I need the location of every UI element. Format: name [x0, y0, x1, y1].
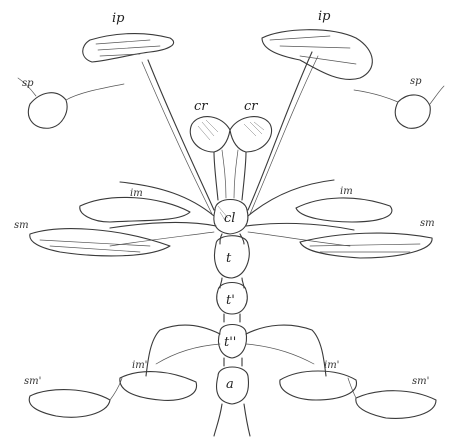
label-cr-right: cr	[244, 99, 258, 114]
im-left-organ	[80, 197, 190, 222]
label-im1-right: im'	[324, 360, 339, 371]
cerebral-ganglion-left	[190, 117, 230, 152]
label-sm-left: sm	[14, 220, 29, 231]
label-ip-right: ip	[318, 9, 331, 24]
label-im1-left: im'	[132, 360, 147, 371]
label-sm1-right: sm'	[412, 376, 429, 387]
label-sm1-left: sm'	[24, 376, 41, 387]
label-ip-left: ip	[112, 11, 125, 26]
label-sp-left: sp	[22, 78, 34, 89]
label-cl: cl	[224, 211, 235, 226]
sm1-left-organ	[29, 390, 110, 418]
sp-right-organ	[395, 95, 430, 128]
label-im-right: im	[340, 186, 353, 197]
label-t-double-prime: t''	[224, 335, 236, 350]
im-right-organ	[296, 198, 392, 222]
label-sm-right: sm	[420, 218, 435, 229]
sm1-right-organ	[356, 391, 436, 419]
anterior-nerves	[18, 30, 444, 214]
sp-left-organ	[28, 93, 67, 128]
label-cr-left: cr	[194, 99, 208, 114]
label-a: a	[226, 377, 234, 392]
label-t: t	[226, 251, 232, 266]
im1-left-organ	[120, 372, 197, 401]
label-t-prime: t'	[226, 293, 235, 308]
cerebral-ganglion-right	[230, 117, 272, 152]
sm-left-organ	[30, 229, 170, 256]
label-sp-right: sp	[410, 76, 422, 87]
im1-right-organ	[280, 371, 357, 400]
label-im-left: im	[130, 188, 143, 199]
